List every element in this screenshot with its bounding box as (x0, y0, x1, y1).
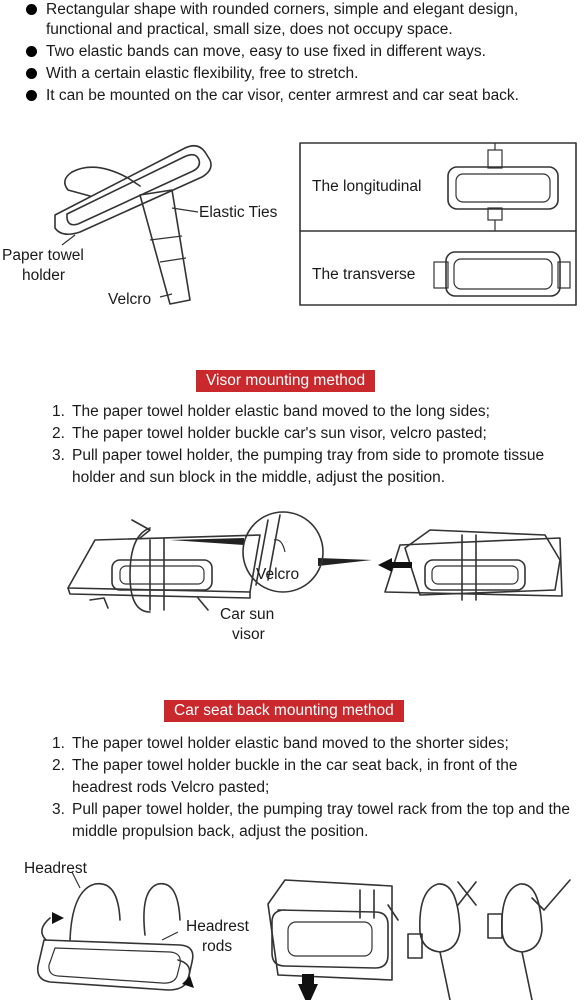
feature-list: Rectangular shape with rounded corners, … (26, 0, 576, 108)
paper-towel-holder-label-line2: holder (22, 267, 66, 284)
step-number: 3. (52, 447, 65, 464)
headrest-rods-label-line1: Headrest (186, 918, 249, 935)
longitudinal-label: The longitudinal (312, 178, 422, 195)
transverse-label: The transverse (312, 266, 416, 283)
feature-text: It can be mounted on the car visor, cent… (46, 87, 519, 104)
seat-back-step: 1. The paper towel holder elastic band m… (52, 733, 572, 755)
step-text: The paper towel holder buckle car's sun … (72, 425, 487, 442)
headrest-label: Headrest (24, 860, 87, 877)
car-sun-visor-label-line1: Car sun (220, 606, 275, 623)
visor-velcro-label: Velcro (256, 566, 300, 583)
step-text: The paper towel holder buckle in the car… (72, 757, 518, 796)
bullet-icon (26, 90, 37, 101)
seat-back-step: 3. Pull paper towel holder, the pumping … (52, 799, 572, 843)
step-text: The paper towel holder elastic band move… (72, 403, 490, 420)
step-number: 1. (52, 735, 65, 752)
step-text: The paper towel holder elastic band move… (72, 735, 509, 752)
visor-step: 2. The paper towel holder buckle car's s… (52, 423, 567, 445)
step-text: Pull paper towel holder, the pumping tra… (72, 801, 571, 840)
seat-back-step: 2. The paper towel holder buckle in the … (52, 755, 572, 799)
car-sun-visor-label-line2: visor (232, 626, 265, 643)
feature-text: Two elastic bands can move, easy to use … (46, 43, 486, 60)
seat-back-method-banner: Car seat back mounting method (164, 700, 404, 722)
step-number: 2. (52, 425, 65, 442)
feature-text: Rectangular shape with rounded corners, … (46, 1, 519, 38)
feature-item: Rectangular shape with rounded corners, … (26, 0, 576, 40)
feature-item: With a certain elastic flexibility, free… (26, 64, 576, 84)
visor-steps-list: 1. The paper towel holder elastic band m… (52, 401, 567, 489)
bullet-icon (26, 4, 37, 15)
feature-item: It can be mounted on the car visor, cent… (26, 86, 576, 106)
bullet-icon (26, 46, 37, 57)
feature-text: With a certain elastic flexibility, free… (46, 65, 359, 82)
visor-method-banner: Visor mounting method (196, 370, 376, 392)
headrest-rods-label-line2: rods (202, 938, 233, 955)
paper-towel-holder-label-line1: Paper towel (2, 247, 84, 264)
velcro-label: Velcro (108, 291, 152, 308)
bullet-icon (26, 68, 37, 79)
elastic-ties-label: Elastic Ties (199, 204, 278, 221)
step-number: 3. (52, 801, 65, 818)
feature-item: Two elastic bands can move, easy to use … (26, 42, 576, 62)
visor-step: 3. Pull paper towel holder, the pumping … (52, 445, 567, 489)
step-number: 2. (52, 757, 65, 774)
step-number: 1. (52, 403, 65, 420)
visor-step: 1. The paper towel holder elastic band m… (52, 401, 567, 423)
step-text: Pull paper towel holder, the pumping tra… (72, 447, 545, 486)
seat-back-steps-list: 1. The paper towel holder elastic band m… (52, 733, 572, 843)
